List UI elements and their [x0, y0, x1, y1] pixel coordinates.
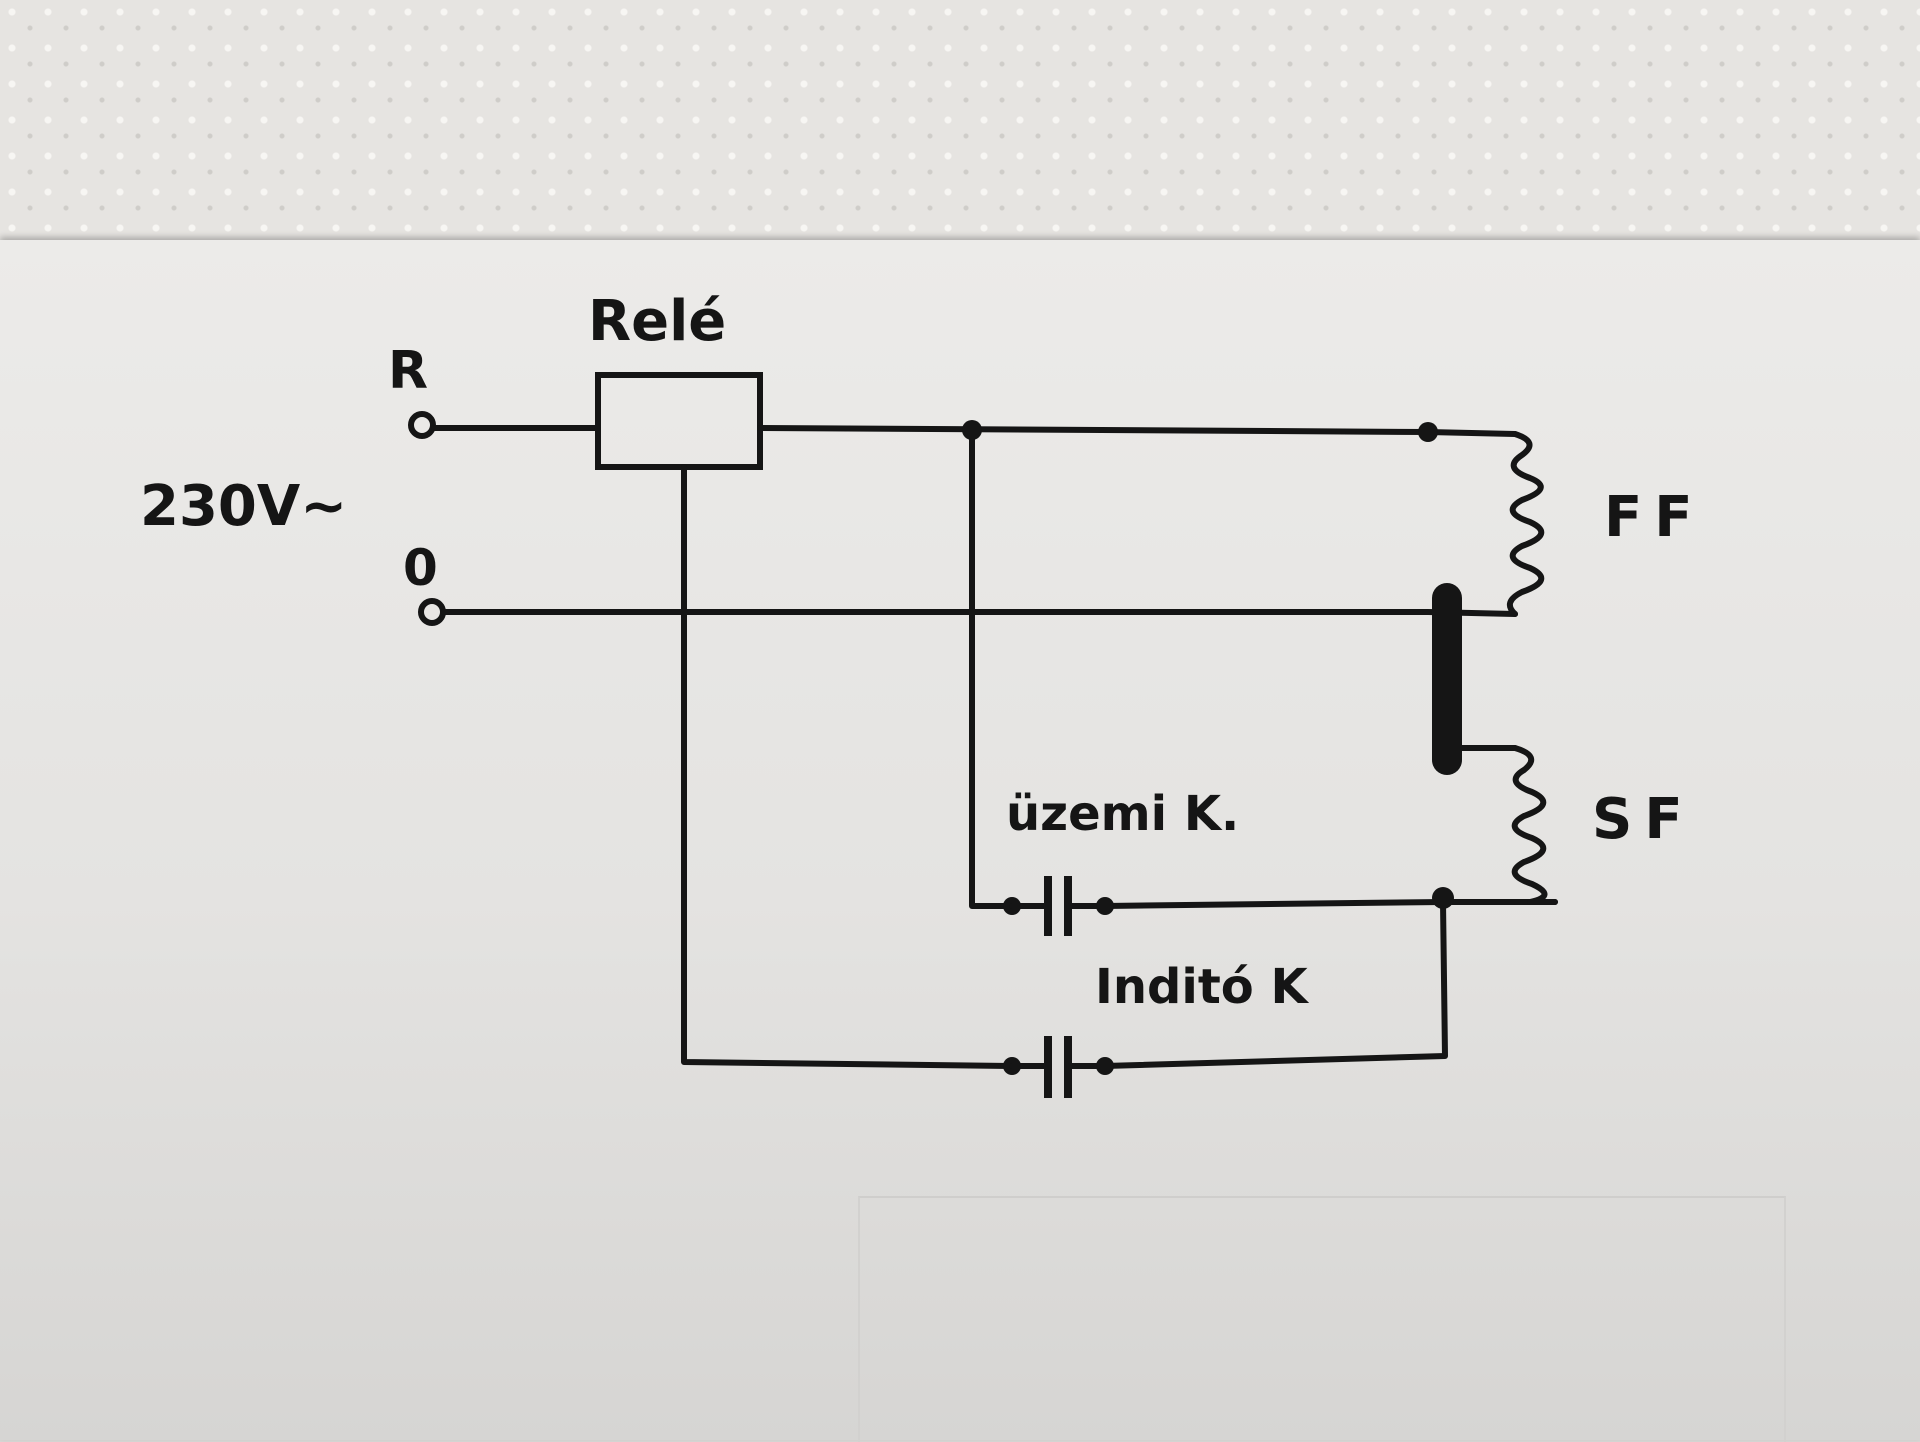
wire-run-capacitor-to-aux	[1102, 899, 1558, 909]
junction-dot	[1418, 422, 1438, 442]
junction-dot	[962, 420, 982, 440]
wire-relay-to-main-winding	[757, 425, 1518, 437]
main-winding-label: FF	[1604, 485, 1705, 550]
wire-run-branch	[969, 427, 1013, 909]
main-winding-coil	[1506, 431, 1545, 617]
voltage-label: 230V~	[140, 474, 347, 539]
wire-aux-to-start-capacitor	[1102, 899, 1448, 1069]
faint-underlying-sheet	[858, 1196, 1786, 1442]
wire-relay-to-start-capacitor	[681, 464, 1013, 1069]
junction-dot	[1432, 887, 1454, 909]
start-capacitor-symbol	[1003, 1036, 1114, 1098]
run-capacitor-symbol	[1003, 876, 1114, 936]
start-capacitor-label: Inditó K	[1095, 959, 1309, 1015]
wire-zero-to-common	[441, 609, 1518, 617]
terminal-r-label: R	[388, 341, 428, 401]
relay-box	[595, 372, 763, 470]
run-capacitor-label: üzemi K.	[1006, 786, 1239, 842]
paper-towel-background	[0, 0, 1920, 250]
aux-winding-coil	[1511, 745, 1558, 905]
terminal-zero-label: 0	[403, 539, 438, 597]
terminal-r-circle	[408, 411, 436, 439]
paper-sheet	[0, 240, 1920, 1440]
terminal-zero-circle	[418, 598, 446, 626]
relay-label: Relé	[588, 289, 726, 354]
aux-winding-label: SF	[1592, 787, 1695, 852]
